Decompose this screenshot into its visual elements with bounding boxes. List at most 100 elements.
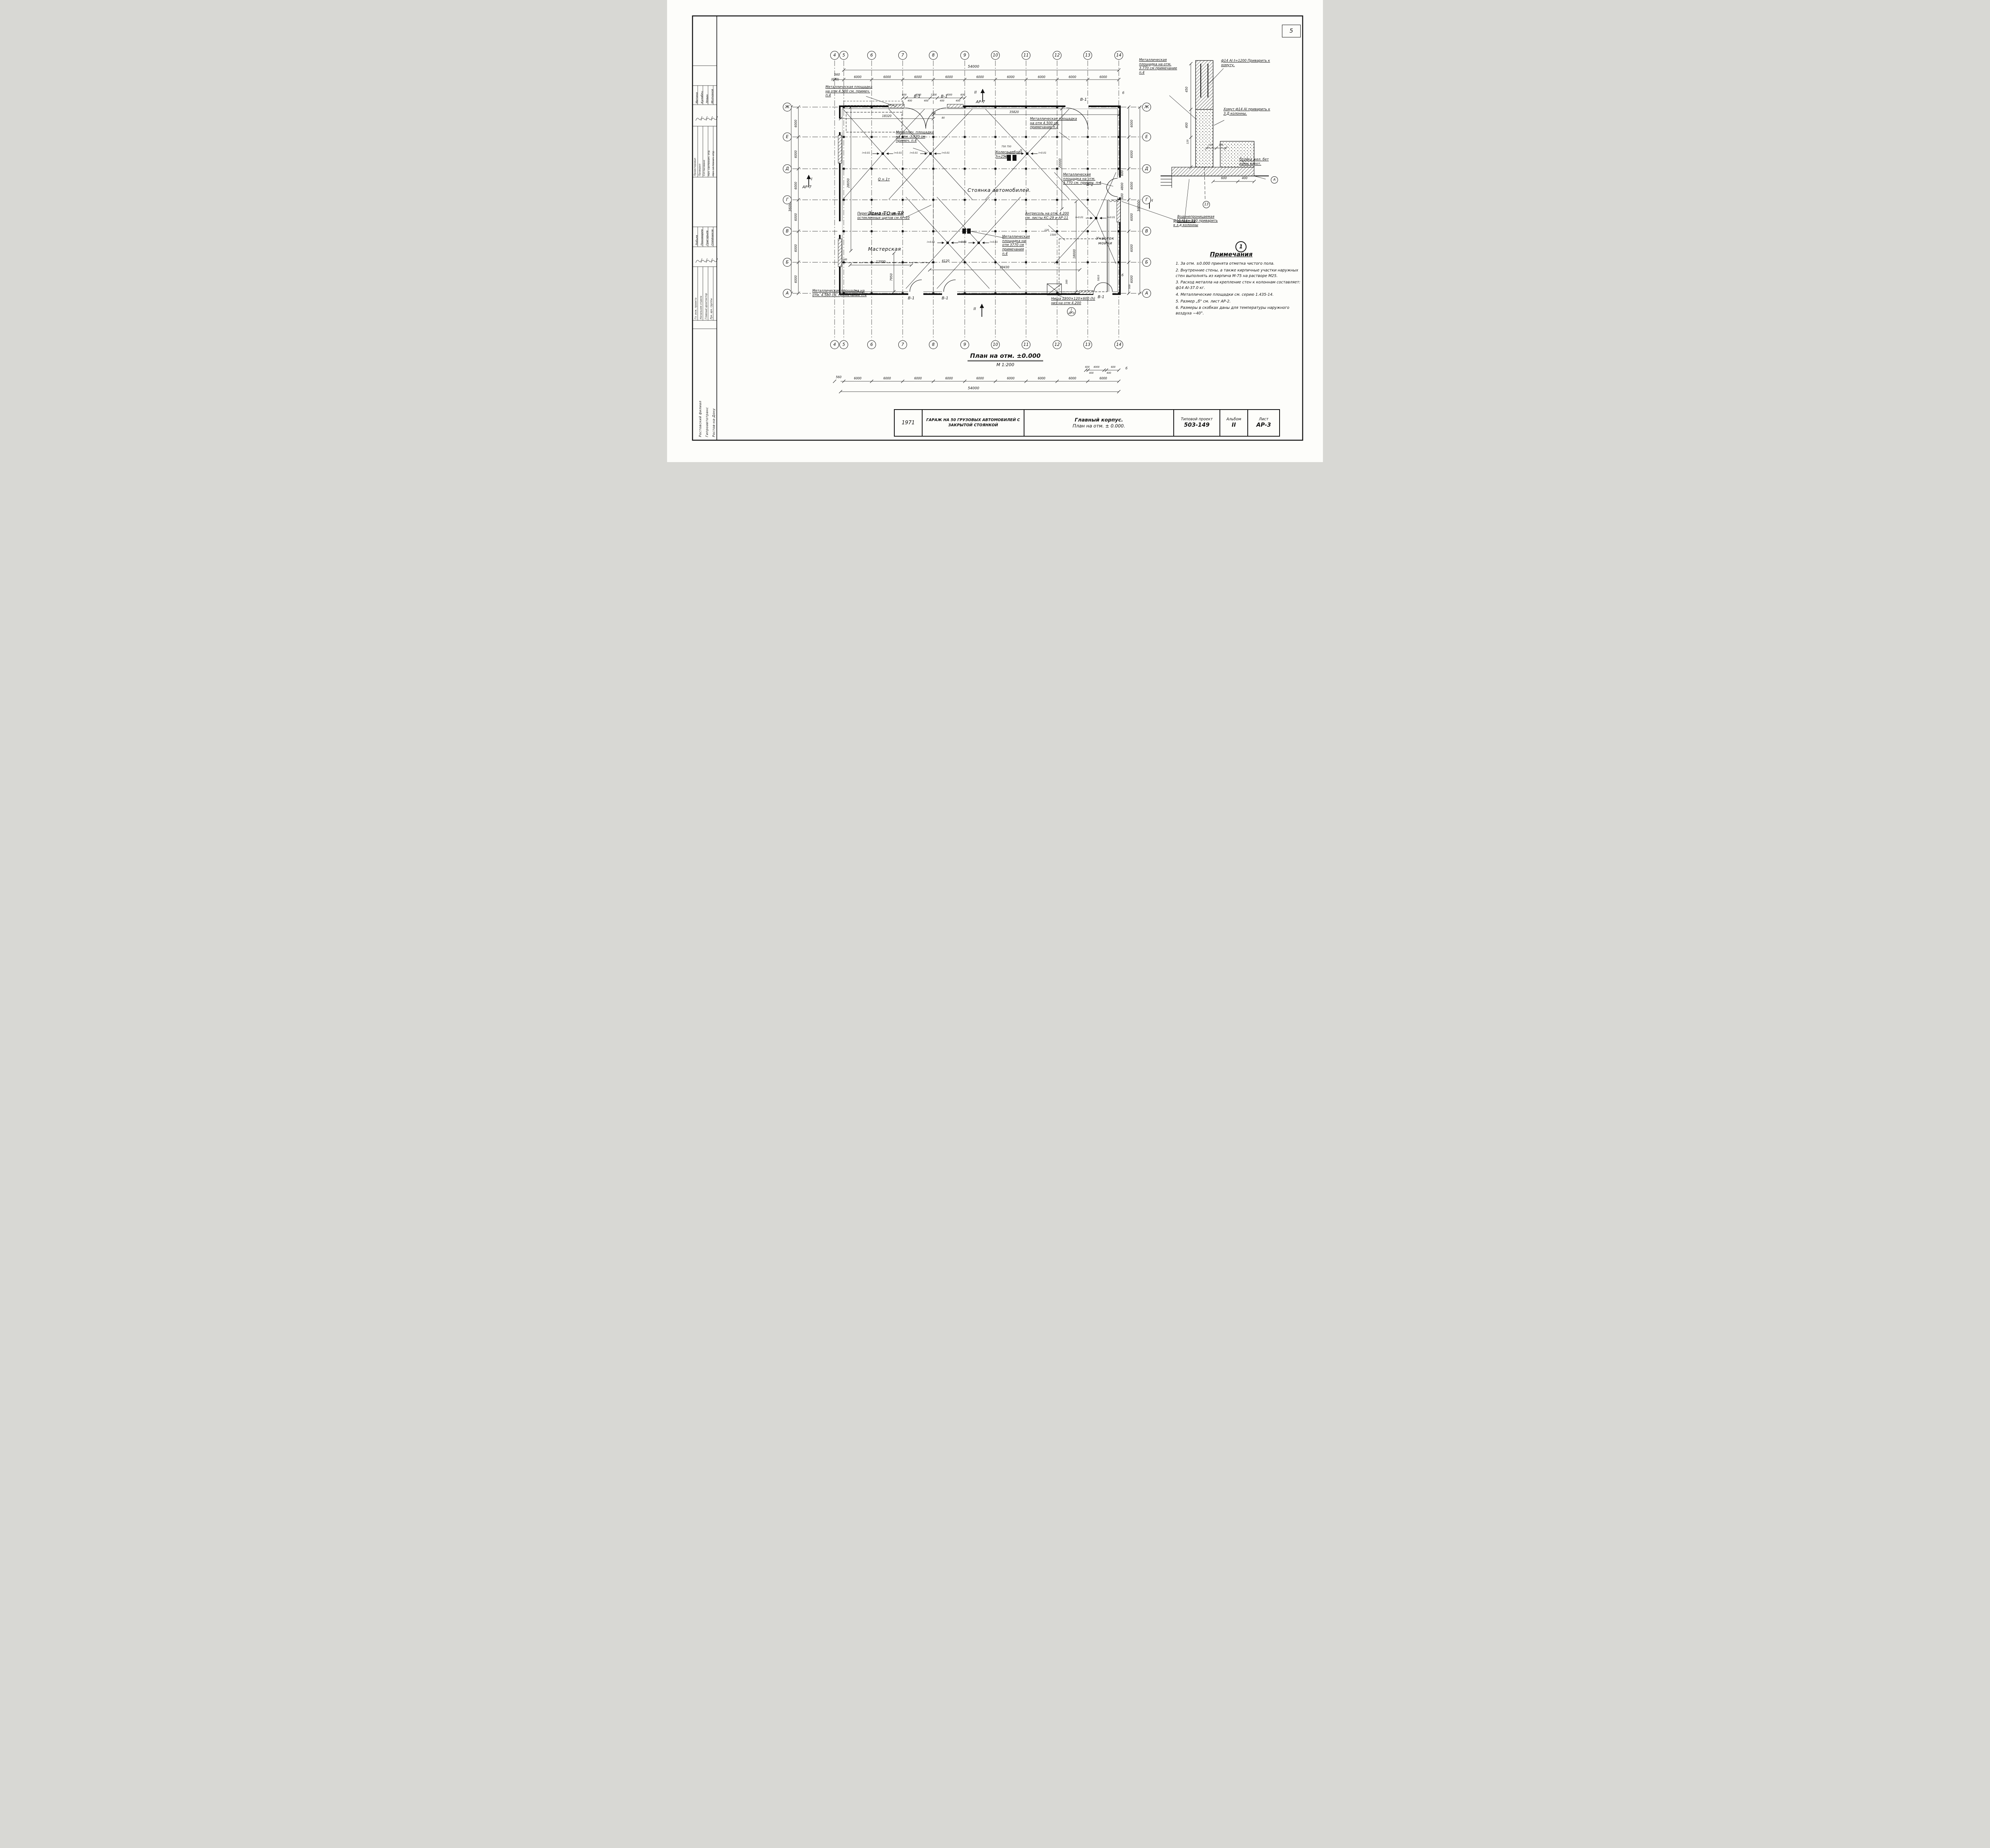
dimension-label: 29430 <box>1000 265 1009 269</box>
axis-circle-bottom: 11 <box>1022 340 1030 349</box>
column-marker <box>901 230 904 232</box>
notes-list: 1. За отм. ±0.000 принята отметка чистог… <box>1176 261 1301 316</box>
room-label-to-zone: Зона ТО и ТР <box>868 210 904 216</box>
column-marker <box>1087 199 1089 201</box>
column-marker <box>994 261 997 263</box>
dimension-label: 600 <box>1085 366 1090 369</box>
axis-circle-bottom: 9 <box>960 340 969 349</box>
note-mezzanine: Антресоль на отм. 4.200 см. листы КС-29 … <box>1025 212 1069 220</box>
stamp-role: Рук. арх. группы <box>710 298 713 319</box>
partitions <box>842 101 1119 295</box>
note-hoist: Q = 1т <box>878 178 890 181</box>
dimension-label: 6000 <box>1130 213 1134 221</box>
slope-label: i=0.01 <box>958 241 966 244</box>
dimension-label: 6000 <box>1068 377 1077 380</box>
axis-circle-bottom: 6 <box>867 340 876 349</box>
plan-caption: План на отм. ±0.000 М 1:200 <box>958 352 1053 369</box>
dimension-label: 6000 <box>1130 181 1134 189</box>
column-marker <box>1087 261 1089 263</box>
column-marker <box>1056 199 1058 201</box>
dimension-label: 300 <box>931 112 936 115</box>
slope-label: i=0.01 <box>910 152 918 154</box>
section-mark-ii-top: II <box>974 90 977 95</box>
column-marker <box>1025 136 1027 138</box>
note-platform-3770-right: Металлическая площадка на отм. 3.770 см.… <box>1063 173 1101 185</box>
dimension-label: 6000 <box>794 244 798 252</box>
axis-circle-top: 5 <box>839 51 848 60</box>
column-marker <box>964 199 966 201</box>
room-label-wash: Участок мойки <box>1096 236 1114 246</box>
column-marker <box>901 168 904 170</box>
axis-circle-bottom: 13 <box>1083 340 1092 349</box>
linework <box>692 15 1303 441</box>
dimension-label: 6000 <box>914 75 922 79</box>
section-ref-left: АР-7 <box>802 185 812 189</box>
axis-circle-right: Д <box>1142 164 1151 173</box>
detail-note-post: Стойка жел. бет рамы ворот. <box>1239 158 1269 166</box>
dimension-label: 1500 <box>1050 234 1056 236</box>
dimension-label: 6000 <box>794 119 798 127</box>
dimension-total-top: 54000 <box>968 65 979 69</box>
stamp-name: Лобьев <box>695 235 698 246</box>
slope-label: i=0.01 <box>959 241 967 244</box>
slope-label: i=0.01 <box>1007 152 1015 154</box>
note-partition: Перегородка из стальных остекленных щито… <box>857 212 910 220</box>
dimension-label: 560 <box>836 375 842 379</box>
dimension-label: 560 <box>834 73 840 76</box>
dimension-label: 400 <box>1106 372 1111 375</box>
section-mark-i-left: I <box>811 177 812 181</box>
note-platform-3770-left: Металлич. площадка на отм. 3.770 см прим… <box>896 131 934 143</box>
slope-label: i=0.01 <box>1107 216 1116 219</box>
axis-circle-bottom: 8 <box>929 340 938 349</box>
detail-axis-circle: 13 <box>1203 201 1210 208</box>
detail-note-platform: Металлическая площадка на отм. 3.770 см … <box>1139 58 1177 75</box>
section-ref-top: АР-7 <box>976 100 985 104</box>
dimension-label: 5810 <box>1097 275 1100 281</box>
dimension-label: 6000 <box>1038 75 1046 79</box>
plan-caption-title: План на отм. ±0.000 <box>968 352 1043 361</box>
notes-title: Примечания <box>1210 251 1253 258</box>
sheet-number-box: 5 <box>1282 25 1301 37</box>
column-marker <box>1025 261 1027 263</box>
axis-circle-left: В <box>783 227 792 236</box>
dimension-label: (640) <box>831 78 839 81</box>
column-marker <box>932 168 935 170</box>
dimension-label: 6000 <box>1099 377 1107 380</box>
column-marker <box>843 261 845 263</box>
section-marks <box>806 89 1152 317</box>
drain <box>977 242 980 244</box>
detail-ref-sheet: АР-3 <box>1068 311 1075 315</box>
slope-label: i=0.01 <box>927 241 935 244</box>
dimension-label: 400 <box>940 100 944 102</box>
stamp-name: Пономарев <box>700 229 704 246</box>
dimension-label: 400 <box>956 100 960 102</box>
door-mark: В-1 <box>1098 295 1104 299</box>
stamp-role: Главный архитектор <box>705 293 708 319</box>
column-marker <box>1118 230 1120 232</box>
axis-grid <box>792 60 1141 340</box>
titleblock-project: Гараж на 50 грузовых автомобилей с закры… <box>922 409 1024 437</box>
dimension-label: 600 <box>1120 170 1124 176</box>
project-title: Гараж на 50 грузовых автомобилей с закры… <box>926 418 1020 427</box>
slope-label: i=0.01 <box>862 152 870 154</box>
drain <box>1026 152 1028 155</box>
column-marker <box>964 136 966 138</box>
dimension-label: 6000 <box>794 181 798 189</box>
dimension-label: 6000 <box>883 377 891 380</box>
note-platform-4500-right: Металлическая пло­щадка на отм 4.500 см.… <box>1030 117 1077 130</box>
axis-circle-right: Ж <box>1142 103 1151 111</box>
column-marker <box>843 168 845 170</box>
dimension-label: 6000 <box>1038 377 1046 380</box>
titleblock-album: Альбом II <box>1219 409 1248 437</box>
column-marker <box>994 199 997 201</box>
drawing-canvas: 5 Стоянка автомобилей. Зона ТО и ТР Маст… <box>667 0 1323 462</box>
column-marker <box>1056 136 1058 138</box>
room-label-workshop: Мастерская <box>868 246 901 252</box>
dimension-label: 18000 <box>1073 249 1076 259</box>
stamp-grid <box>693 65 718 329</box>
dimension-label: 400 <box>1089 372 1094 375</box>
door-mark: В-1 <box>914 94 921 99</box>
column-marker <box>843 199 845 201</box>
detail-note-anchor-top: ф14 АI ℓ=1200 Приварить к хомуту. <box>1221 59 1270 67</box>
dimension-label: 4800 <box>1120 182 1124 190</box>
